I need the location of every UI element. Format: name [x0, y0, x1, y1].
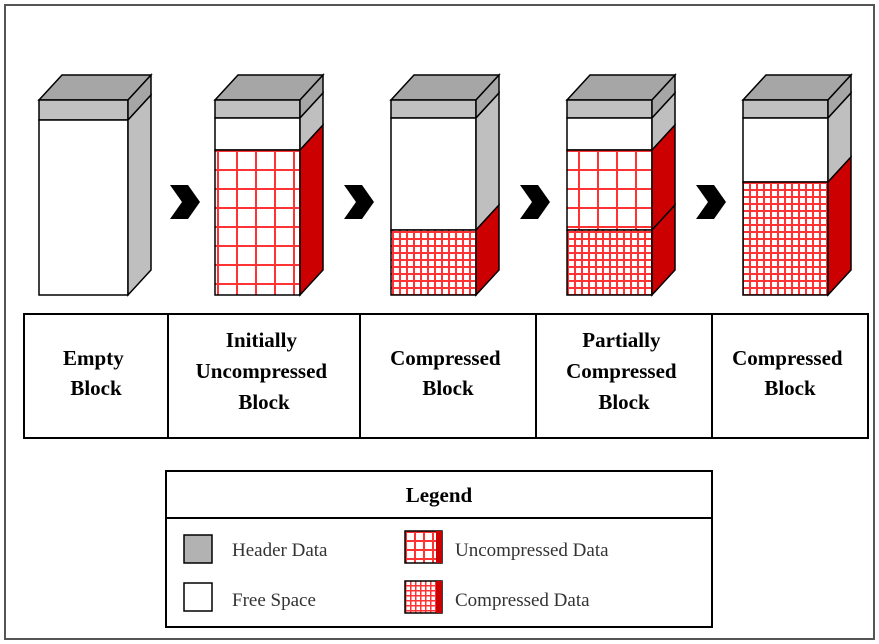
stage-label-4-line-1: Partially [582, 328, 661, 352]
legend-item-free-space: Free Space [232, 590, 316, 611]
uncompressed-swatch-side [436, 531, 442, 563]
legend-item-uncompressed-data: Uncompressed Data [455, 540, 609, 561]
stage-label-3-line-2: Block [422, 376, 474, 400]
uncompressed-data-swatch [404, 530, 443, 564]
legend: Legend Header Data Uncompressed Data Fre… [165, 470, 713, 628]
block-partially-compressed [565, 73, 677, 297]
compressed-swatch-side [436, 581, 442, 613]
arrow-3 [520, 185, 550, 219]
stage-label-5: Compressed Block [732, 346, 848, 400]
arrow-2 [344, 185, 374, 219]
stage-label-5-line-2: Block [764, 376, 816, 400]
stage-label-5-line-1: Compressed [732, 346, 843, 370]
arrow-4 [696, 185, 726, 219]
stage-label-3: Compressed Block [390, 346, 506, 400]
stage-label-4-line-3: Block [598, 390, 650, 414]
legend-item-header-data: Header Data [232, 540, 328, 561]
block-compressed-1 [389, 73, 501, 297]
stage-label-1-line-2: Block [70, 376, 122, 400]
stage-label-2-line-3: Block [238, 390, 290, 414]
header-data-swatch [183, 534, 213, 564]
stage-label-1-line-1: Empty [63, 346, 124, 370]
block-empty [37, 73, 153, 297]
legend-title: Legend [406, 483, 473, 507]
stage-label-row [23, 313, 869, 439]
legend-item-compressed-data: Compressed Data [455, 590, 590, 611]
free-space-swatch [183, 582, 213, 612]
stage-label-4-line-2: Compressed [566, 359, 677, 383]
block-compressed-2 [741, 73, 853, 297]
arrow-1 [170, 185, 200, 219]
stage-label-3-line-1: Compressed [390, 346, 501, 370]
stage-label-2-line-2: Uncompressed [196, 359, 328, 383]
stage-label-1: Empty Block [63, 346, 129, 400]
stage-label-2: Initially Uncompressed Block [196, 328, 333, 414]
stage-label-2-line-1: Initially [226, 328, 298, 352]
block-initially-uncompressed [213, 73, 325, 297]
stage-label-4: Partially Compressed Block [566, 328, 682, 414]
